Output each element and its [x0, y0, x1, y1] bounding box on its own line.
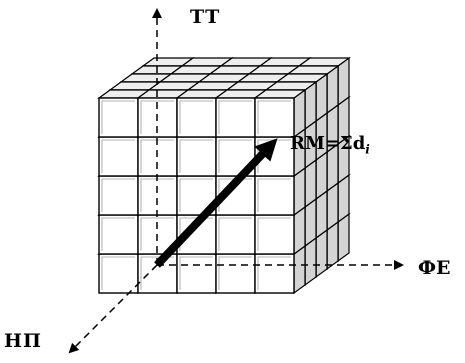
cube-bevel — [257, 100, 291, 134]
cube-bevel — [179, 256, 213, 290]
cube-front-face — [254, 253, 295, 294]
cube-bevel — [257, 217, 291, 251]
cube-bevel — [218, 217, 252, 251]
cube-front-face — [215, 97, 256, 138]
cube-bevel — [101, 256, 135, 290]
cube-bevel — [257, 178, 291, 212]
cube-bevel — [140, 217, 174, 251]
cube-front-face — [215, 214, 256, 255]
axis-label-fe: ФЕ — [418, 257, 451, 279]
cube-front-face — [254, 97, 295, 138]
cube-bevel — [257, 256, 291, 290]
vector-label-subscript: i — [365, 142, 370, 157]
cube-bevel — [140, 178, 174, 212]
cube-front-face — [98, 214, 139, 255]
cube-front-face — [98, 175, 139, 216]
cube-front-face — [176, 97, 217, 138]
cube-front-face — [254, 214, 295, 255]
vector-label-main: RM=Σd — [290, 133, 366, 154]
cube-bevel — [179, 178, 213, 212]
cube-bevel — [218, 139, 252, 173]
cube-grid — [97, 56, 351, 295]
axis-label-np: НП — [4, 330, 42, 352]
cube-bevel — [140, 139, 174, 173]
cube-front-face — [98, 253, 139, 294]
cube-bevel — [101, 139, 135, 173]
cube-bevel — [218, 256, 252, 290]
cube-front-face — [254, 175, 295, 216]
cube-bevel — [218, 100, 252, 134]
vector-label: RM=Σdi — [290, 133, 370, 157]
cube-front-face — [137, 175, 178, 216]
axis-label-tt: ТТ — [190, 6, 221, 28]
cube-front-face — [176, 253, 217, 294]
cube — [253, 88, 307, 139]
axis-depth-line — [68, 264, 158, 354]
cube-front-face — [98, 97, 139, 138]
cube-front-face — [98, 136, 139, 177]
cube-front-face — [215, 253, 256, 294]
vector-arrow — [154, 138, 278, 268]
axes-group — [68, 8, 404, 354]
cube-bevel — [140, 100, 174, 134]
cube-bevel — [179, 100, 213, 134]
cube-bevel — [179, 139, 213, 173]
cube-front-face — [176, 136, 217, 177]
cube-bevel — [101, 217, 135, 251]
cube-bevel — [101, 178, 135, 212]
cube-bevel — [101, 100, 135, 134]
